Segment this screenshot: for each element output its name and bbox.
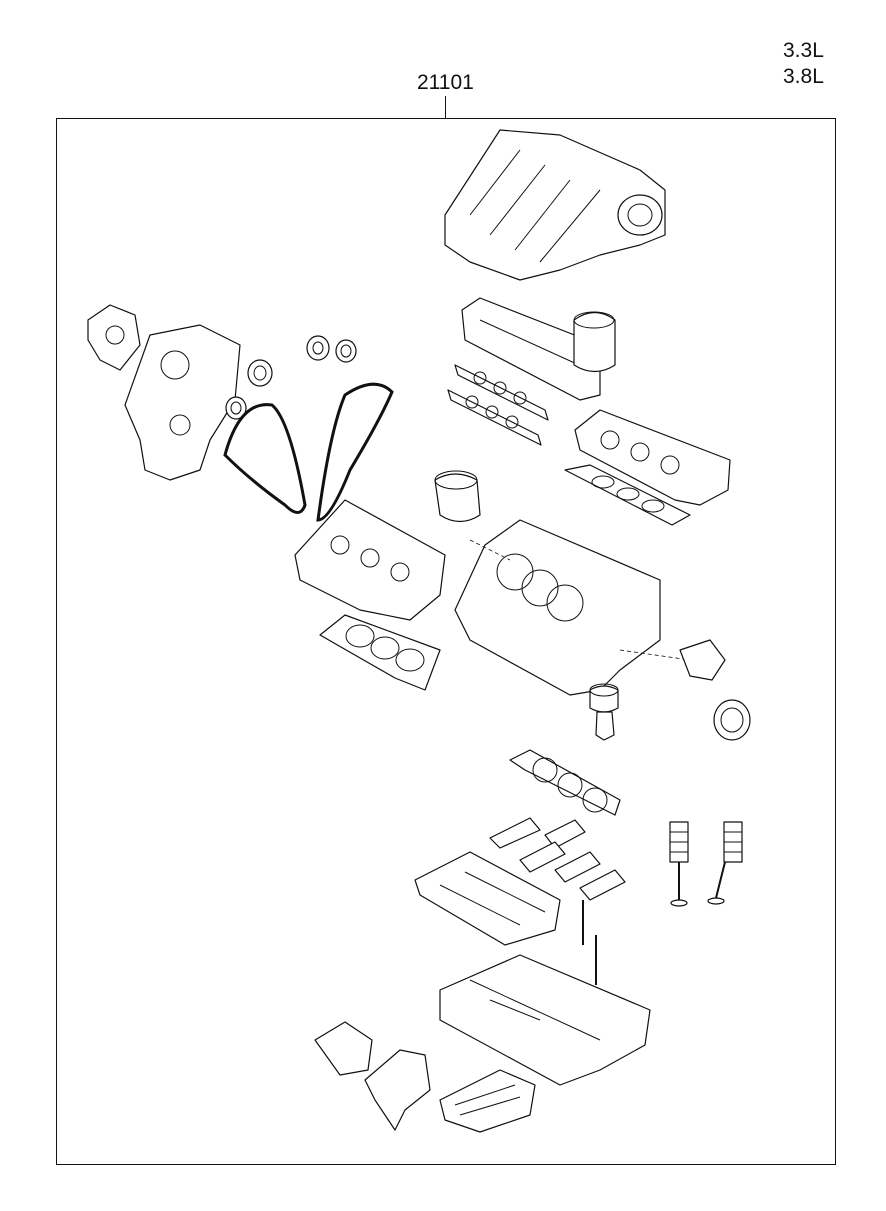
connecting-rod[interactable]	[595, 711, 615, 741]
cylinder-head-cover[interactable]	[461, 297, 601, 401]
intake-manifold[interactable]	[444, 129, 666, 281]
oil-filter-bracket[interactable]	[364, 1049, 431, 1131]
oil-pan-upper[interactable]	[439, 954, 651, 1086]
oil-seal-housing[interactable]	[679, 639, 726, 681]
piston[interactable]	[589, 683, 619, 713]
oil-pan-lower[interactable]	[439, 1069, 536, 1133]
assembly-frame	[56, 118, 836, 1165]
oil-seal[interactable]	[225, 335, 357, 420]
cylinder-head-left[interactable]	[294, 499, 446, 621]
bolt[interactable]	[582, 900, 597, 985]
front-timing-cover[interactable]	[124, 324, 241, 481]
part-number-leader-line	[445, 96, 446, 118]
oil-filter-housing[interactable]	[573, 311, 616, 373]
cylinder-liner[interactable]	[434, 470, 481, 523]
rear-oil-seal[interactable]	[713, 699, 751, 741]
main-bearing-cap[interactable]	[489, 817, 626, 901]
engine-variant-label: 3.3L	[783, 39, 824, 62]
water-pump[interactable]	[87, 304, 141, 371]
timing-chain[interactable]	[223, 382, 394, 522]
part-number-label: 21101	[417, 71, 474, 94]
crankshaft[interactable]	[509, 749, 621, 816]
valve-spring[interactable]	[669, 821, 743, 863]
cylinder-head-gasket-left[interactable]	[319, 614, 441, 691]
engine-variant-label: 3.8L	[783, 65, 824, 88]
valve[interactable]	[670, 861, 726, 907]
camshaft[interactable]	[447, 364, 549, 446]
bed-plate[interactable]	[414, 851, 561, 946]
oil-pump-cover[interactable]	[314, 1021, 373, 1076]
cylinder-head-gasket-right[interactable]	[564, 464, 691, 526]
cylinder-head-right[interactable]	[574, 409, 731, 506]
cylinder-block[interactable]	[454, 519, 691, 696]
